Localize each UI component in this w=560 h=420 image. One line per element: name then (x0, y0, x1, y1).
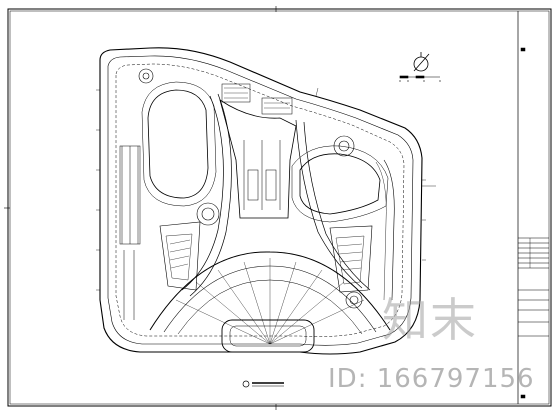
central-atrium (219, 99, 297, 219)
north-arrow-icon (413, 52, 430, 72)
drawing-title-marker (242, 380, 284, 388)
shop-units (159, 83, 373, 293)
lower-fan-hall (149, 251, 391, 353)
watermark-logo-text: 知末 (382, 293, 478, 347)
sheet-frame (4, 6, 552, 410)
scale-bar-icon (399, 75, 441, 82)
wing-divider-curves (181, 93, 371, 297)
title-block (518, 47, 549, 399)
left-oval-court (141, 81, 217, 207)
left-corridor (119, 145, 395, 320)
rotunda-elements (138, 68, 363, 309)
dimension-ticks (96, 87, 436, 291)
shop-hatching (169, 87, 363, 271)
watermark-id-text: ID: 166797156 (328, 364, 535, 394)
right-court (291, 145, 389, 223)
